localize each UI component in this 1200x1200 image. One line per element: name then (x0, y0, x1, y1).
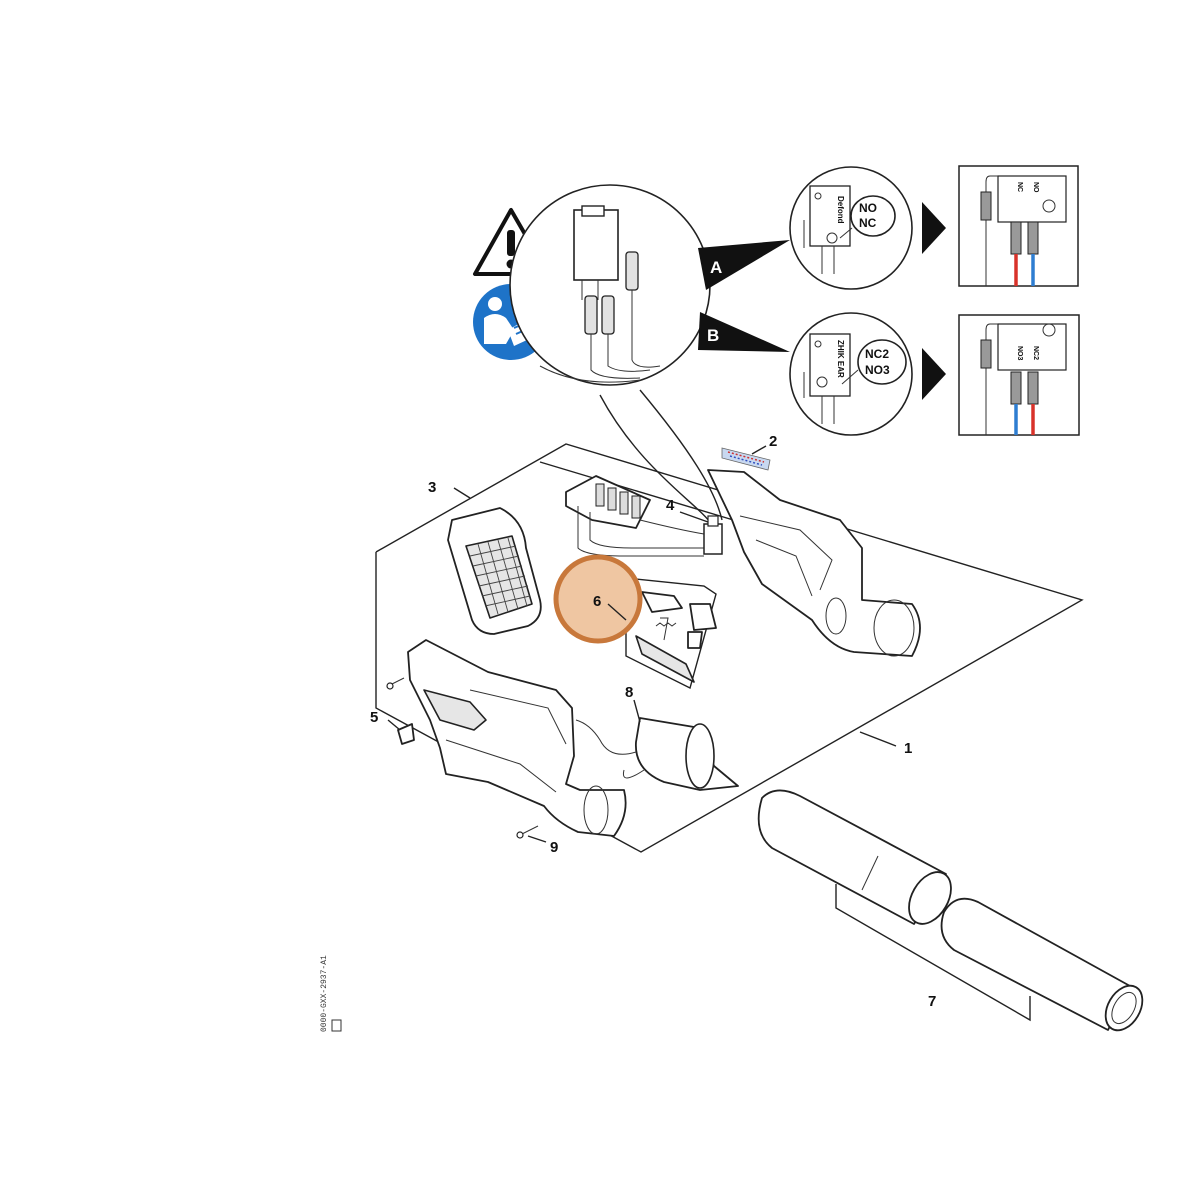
figure-code-text: 0000-GXX-2937-A1 (320, 955, 329, 1032)
part-3-intake-grille (447, 507, 542, 635)
part-4-terminal-harness (565, 475, 723, 557)
part-9-screw (516, 825, 539, 839)
callout-3: 3 (428, 479, 436, 496)
variant-a-wiring-box: NC NO (958, 165, 1079, 287)
assembly-frame (375, 443, 1084, 853)
part-7-blower-tubes (757, 789, 1144, 1032)
variant-a-switch: Defond NO NC (789, 166, 946, 290)
callout-1: 1 (904, 740, 912, 757)
part-2-right-housing (707, 469, 921, 657)
variant-a-brand: Defond (836, 196, 845, 224)
part-6-highlight-marker (553, 554, 643, 644)
callout-5: 5 (370, 709, 378, 726)
variant-b-wiring-box: NO3 NC2 (958, 314, 1080, 436)
part-6-switch-kit (625, 577, 717, 690)
variant-b-wire-right-label: NC2 (1032, 346, 1039, 360)
callout-8: 8 (625, 684, 633, 701)
variant-a-label: A (710, 258, 722, 277)
variant-b-brand: ZHIK EAR (836, 340, 845, 378)
callout-4: 4 (666, 497, 675, 514)
switch-magnifier (509, 184, 723, 526)
callout-2: 2 (769, 433, 777, 450)
variant-b-terminal-bottom: NO3 (865, 363, 890, 377)
variant-a-terminal-bottom: NC (859, 216, 877, 230)
callout-9: 9 (550, 839, 558, 856)
variant-b-switch: ZHIK EAR NC2 NO3 (789, 312, 946, 436)
part-8-motor (575, 717, 739, 791)
variant-b-wire-left-label: NO3 (1016, 346, 1023, 361)
callout-6: 6 (593, 593, 601, 610)
part-1-left-housing (407, 639, 627, 837)
variant-a-wire-left-label: NC (1016, 182, 1023, 192)
variant-b-label: B (707, 326, 719, 345)
figure-code: 0000-GXX-2937-A1 (320, 955, 342, 1032)
variant-b-arrow: B (698, 312, 790, 352)
variant-a-wire-right-label: NO (1032, 182, 1039, 193)
leader-lines (387, 445, 897, 843)
callouts: 3 4 2 6 8 5 1 9 7 (370, 433, 936, 1010)
variant-b-terminal-top: NC2 (865, 347, 889, 361)
variant-a-arrow: A (698, 240, 790, 290)
callout-7: 7 (928, 993, 936, 1010)
variant-a-terminal-top: NO (859, 201, 877, 215)
part-5-fasteners (386, 677, 415, 745)
part-2-label-strip (721, 447, 771, 471)
